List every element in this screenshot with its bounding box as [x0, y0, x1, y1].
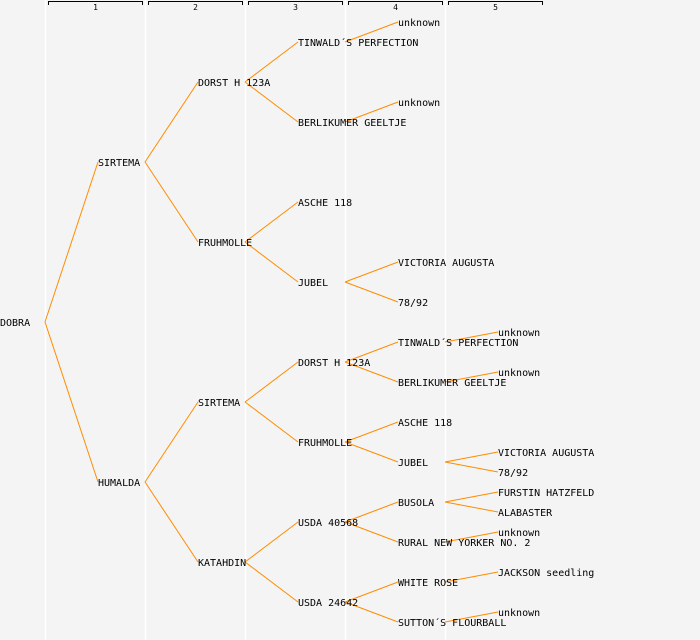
generation-bracket	[148, 1, 243, 5]
pedigree-edge	[344, 421, 399, 443]
pedigree-edge	[444, 501, 499, 513]
pedigree-node[interactable]: KATAHDIN	[198, 558, 246, 569]
pedigree-edge	[444, 331, 499, 343]
pedigree-node[interactable]: JACKSON seedling	[498, 568, 594, 579]
pedigree-edge	[344, 361, 399, 383]
pedigree-edge	[244, 81, 299, 123]
pedigree-node[interactable]: SIRTEMA	[98, 158, 140, 169]
pedigree-edge	[144, 481, 199, 563]
pedigree-node[interactable]: TINWALD´S PERFECTION	[398, 337, 518, 349]
pedigree-node[interactable]: BERLIKUMER GEELTJE	[298, 118, 406, 129]
pedigree-node[interactable]: unknown	[498, 368, 540, 379]
pedigree-edge	[344, 441, 399, 463]
pedigree-node[interactable]: WHITE ROSE	[398, 578, 458, 589]
pedigree-edge	[444, 531, 499, 543]
pedigree-edge	[244, 561, 299, 603]
pedigree-node[interactable]: ALABASTER	[498, 508, 553, 519]
generation-header-label: 2	[193, 3, 198, 12]
pedigree-edge	[344, 21, 399, 43]
pedigree-edge	[44, 161, 99, 323]
pedigree-node[interactable]: unknown	[398, 18, 440, 29]
pedigree-edge	[344, 581, 399, 603]
generation-header-label: 4	[393, 3, 398, 12]
nodes: DOBRA SIRTEMA DORST H 123A TINWALD´S PERFEC…	[0, 18, 594, 629]
generation-header-label: 1	[93, 3, 98, 12]
pedigree-node[interactable]: BERLIKUMER GEELTJE	[398, 378, 506, 389]
pedigree-node[interactable]: HUMALDA	[98, 478, 140, 489]
generation-headers: 1 2 3 4 5	[48, 1, 543, 12]
pedigree-node[interactable]: unknown	[398, 98, 440, 109]
pedigree-edge	[344, 261, 399, 283]
pedigree-edge	[244, 201, 299, 243]
pedigree-node[interactable]: DORST H 123A	[298, 358, 370, 369]
pedigree-edge	[144, 401, 199, 483]
pedigree-edge	[244, 241, 299, 283]
pedigree-edge	[344, 281, 399, 303]
pedigree-edge	[144, 161, 199, 243]
pedigree-node[interactable]: unknown	[498, 528, 540, 539]
pedigree-edge	[344, 341, 399, 363]
pedigree-edge	[344, 521, 399, 543]
column-separators	[44, 0, 447, 640]
pedigree-node[interactable]: DOBRA	[0, 318, 30, 329]
generation-bracket	[48, 1, 143, 5]
pedigree-node[interactable]: FRUHMOLLE	[198, 238, 252, 249]
pedigree-edge	[444, 491, 499, 503]
pedigree-node[interactable]: unknown	[498, 328, 540, 339]
generation-bracket	[448, 1, 543, 5]
pedigree-node[interactable]: FURSTIN HATZFELD	[498, 488, 594, 499]
pedigree-node[interactable]: JUBEL	[298, 278, 328, 289]
pedigree-edge	[344, 101, 399, 123]
pedigree-node[interactable]: TINWALD´S PERFECTION	[298, 37, 418, 49]
pedigree-node[interactable]: SUTTON´S FLOURBALL	[398, 617, 506, 629]
generation-header-label: 5	[493, 3, 498, 12]
pedigree-edge	[444, 571, 499, 583]
pedigree-edge	[244, 521, 299, 563]
pedigree-node[interactable]: VICTORIA AUGUSTA	[498, 448, 594, 459]
pedigree-node[interactable]: ASCHE 118	[398, 418, 452, 429]
generation-bracket	[348, 1, 443, 5]
pedigree-node[interactable]: 78/92	[498, 468, 528, 479]
pedigree-node[interactable]: SIRTEMA	[198, 398, 240, 409]
pedigree-edge	[144, 81, 199, 163]
edges	[44, 21, 499, 623]
pedigree-edge	[444, 461, 499, 473]
pedigree-edge	[444, 451, 499, 463]
pedigree-node[interactable]: unknown	[498, 608, 540, 619]
pedigree-node[interactable]: JUBEL	[398, 458, 428, 469]
pedigree-node[interactable]: RURAL NEW YORKER NO. 2	[398, 538, 530, 549]
pedigree-edge	[244, 401, 299, 443]
pedigree-edge	[344, 501, 399, 523]
generation-header-label: 3	[293, 3, 298, 12]
pedigree-node[interactable]: USDA 24642	[298, 598, 358, 609]
pedigree-edge	[244, 361, 299, 403]
pedigree-edge	[444, 611, 499, 623]
pedigree-node[interactable]: ASCHE 118	[298, 198, 352, 209]
generation-bracket	[248, 1, 343, 5]
pedigree-edge	[444, 371, 499, 383]
pedigree-node[interactable]: VICTORIA AUGUSTA	[398, 258, 494, 269]
pedigree-node[interactable]: USDA 40568	[298, 518, 358, 529]
pedigree-node[interactable]: DORST H 123A	[198, 78, 270, 89]
pedigree-node[interactable]: BUSOLA	[398, 498, 434, 509]
pedigree-edge	[344, 601, 399, 623]
pedigree-edge	[244, 41, 299, 83]
pedigree-node[interactable]: FRUHMOLLE	[298, 438, 352, 449]
pedigree-node[interactable]: 78/92	[398, 298, 428, 309]
pedigree-edge	[44, 321, 99, 483]
